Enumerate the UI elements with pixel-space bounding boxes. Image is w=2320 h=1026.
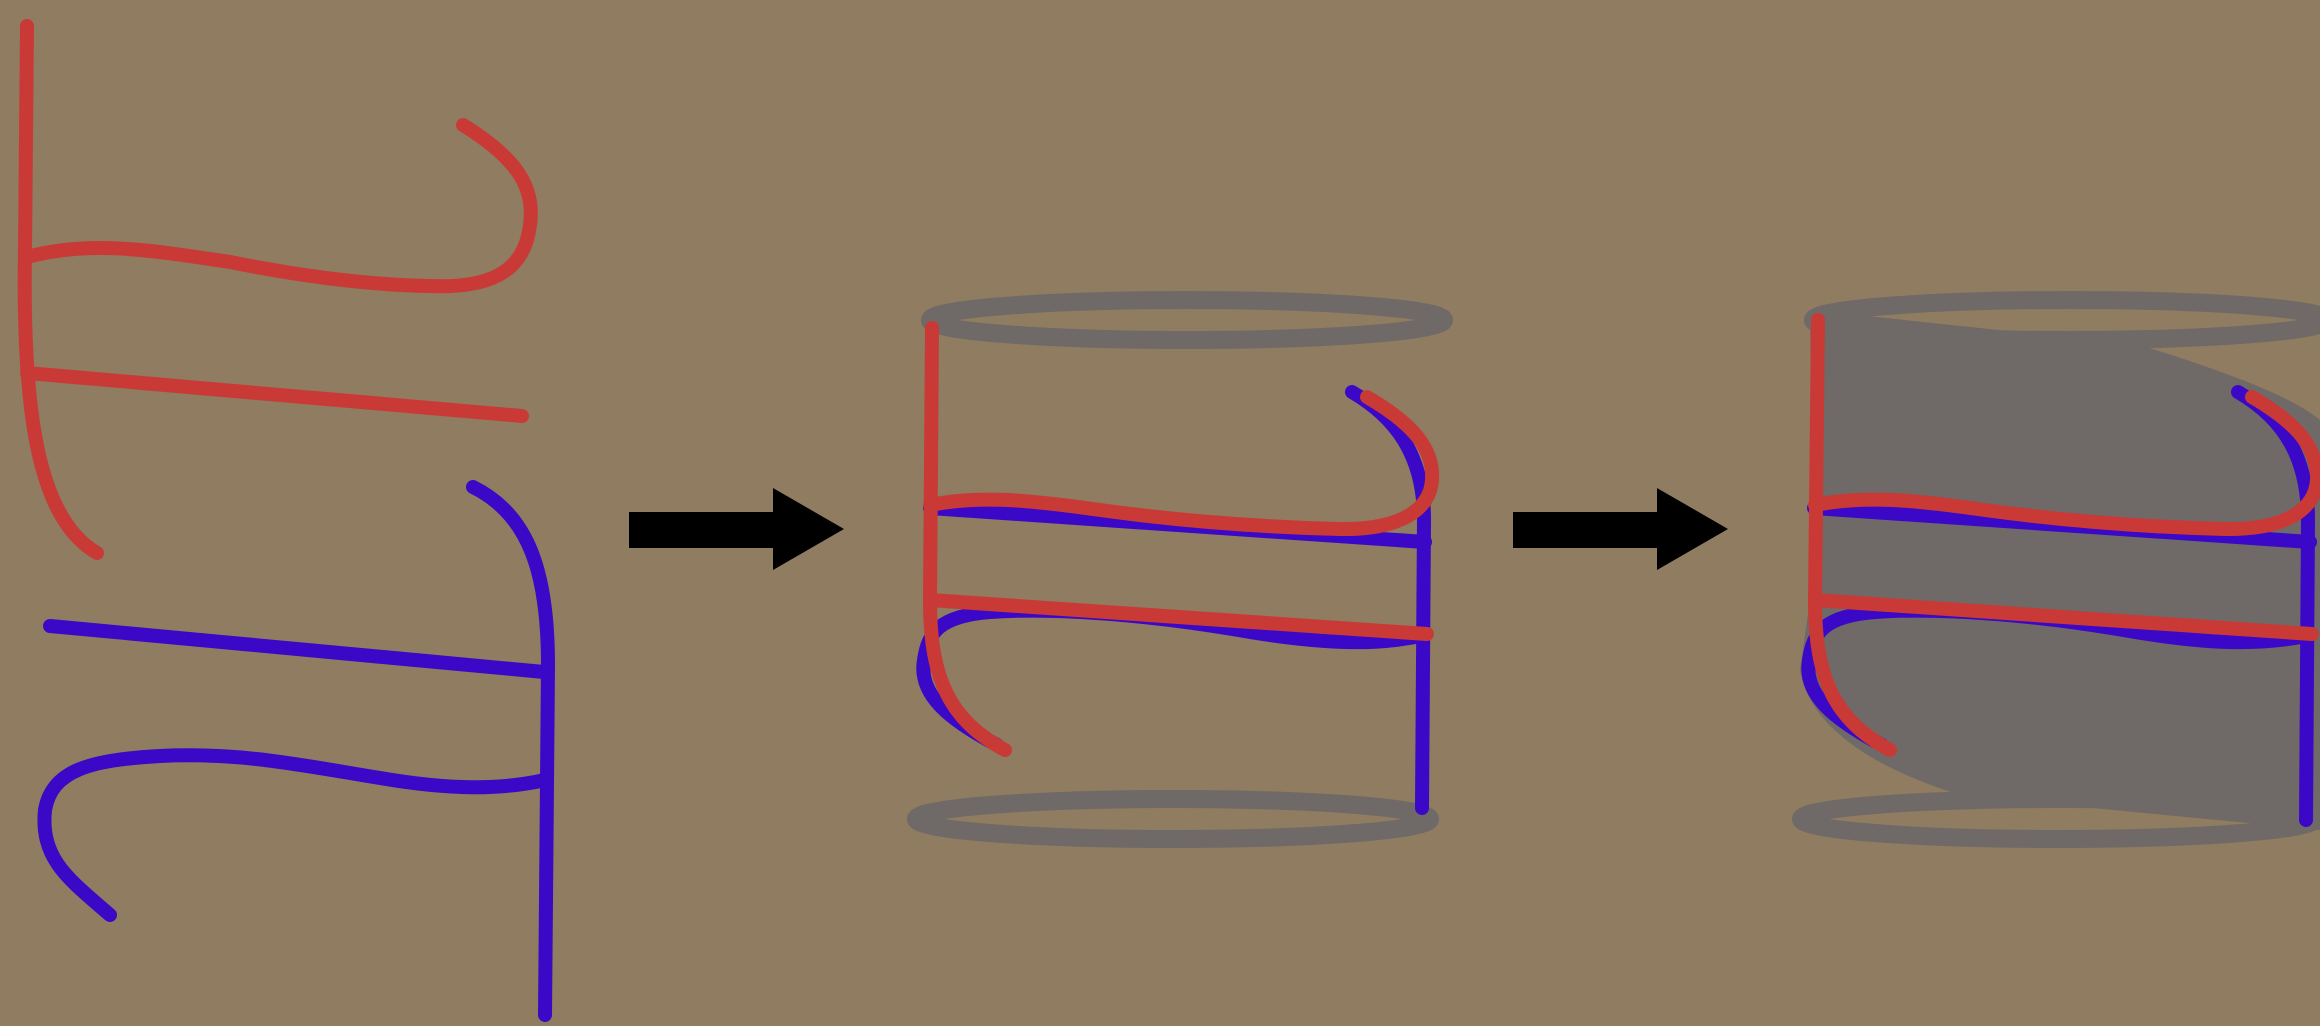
- red-strand-upper-loop: [20, 118, 538, 294]
- red-strand: [1808, 313, 2320, 757]
- red-strand: [923, 321, 1440, 757]
- red-strand-lower-bar: [923, 593, 1434, 641]
- red-strand-spine: [1808, 313, 1897, 757]
- cylinder-shaded: [1792, 291, 2320, 848]
- cylinder-bottom-rim: [1792, 790, 2320, 848]
- cylinder-top-rim: [921, 291, 1453, 349]
- blue-strand-lower-loop: [37, 748, 552, 922]
- red-strand-upper-loop: [923, 390, 1440, 537]
- cylinder-outline: [907, 291, 1453, 848]
- red-strand-upper-loop: [1808, 390, 2320, 537]
- red-strand-spine: [923, 321, 1012, 757]
- red-strand: [17, 19, 538, 560]
- red-strand-lower-bar: [1808, 593, 2319, 641]
- panel-strands-on-shaded-cylinder: [1792, 291, 2320, 848]
- arrow-right-icon: [1513, 488, 1728, 570]
- blue-strand-upper-bar: [43, 619, 551, 679]
- red-strand-spine: [17, 19, 104, 560]
- arrow-right-icon: [629, 488, 844, 570]
- red-strand-lower-bar: [20, 366, 529, 423]
- blue-strand: [37, 480, 555, 1022]
- panel-separate-strands: [17, 19, 555, 1022]
- panel-strands-on-cylinder: [907, 291, 1453, 848]
- cylinder-body-fill: [1800, 310, 2320, 830]
- cylinder-bottom-rim: [907, 790, 1439, 848]
- blue-strand-spine: [466, 480, 555, 1022]
